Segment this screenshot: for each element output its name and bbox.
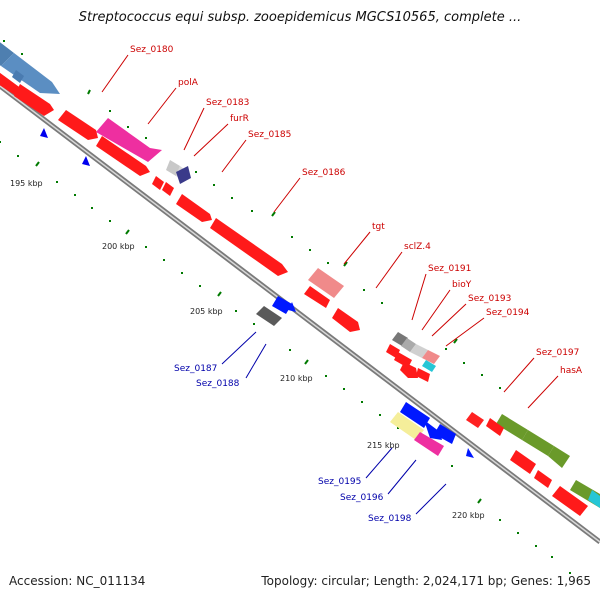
genome-info-text: Topology: circular; Length: 2,024,171 bp… <box>261 574 591 588</box>
scale-label: 215 kbp <box>367 441 400 450</box>
scale-labels: 195 kbp 200 kbp 205 kbp 210 kbp 215 kbp … <box>10 179 485 520</box>
scale-label: 210 kbp <box>280 374 313 383</box>
gene-label: Sez_0196 <box>340 493 384 503</box>
forward-label-lines <box>101 54 559 409</box>
reverse-labels: Sez_0187 Sez_0188 Sez_0195 Sez_0196 Sez_… <box>174 364 412 524</box>
map-title: Streptococcus equi subsp. zooepidemicus … <box>78 10 522 25</box>
gene-label: tgt <box>372 222 385 232</box>
tick-row-outer <box>3 40 501 389</box>
reverse-label-lines <box>221 331 447 515</box>
gene-label: hasA <box>560 366 583 376</box>
gene-label: bioY <box>452 280 472 290</box>
gene-label: Sez_0185 <box>248 130 291 140</box>
gene-label: Sez_0193 <box>468 294 511 304</box>
forward-labels: Sez_0180 polA Sez_0183 furR Sez_0185 Sez… <box>130 45 583 376</box>
scale-label: 205 kbp <box>190 307 223 316</box>
gene-label: Sez_0198 <box>368 514 412 524</box>
gene-label: Sez_0183 <box>206 98 249 108</box>
scale-label: 200 kbp <box>102 242 135 251</box>
tick-row-inner <box>0 141 571 574</box>
gene-label: Sez_0187 <box>174 364 217 374</box>
scale-label: 220 kbp <box>452 511 485 520</box>
gene-label: Sez_0195 <box>318 477 361 487</box>
genome-backbone <box>0 84 600 544</box>
gene-label: Sez_0180 <box>130 45 174 55</box>
gene-label: furR <box>230 114 249 124</box>
accession-text: Accession: NC_011134 <box>9 574 146 588</box>
gene-label: polA <box>178 78 199 88</box>
gene-label: Sez_0186 <box>302 168 346 178</box>
gene-label: sclZ.4 <box>404 242 431 252</box>
reverse-genes <box>40 128 474 458</box>
forward-genes-lower <box>0 72 588 516</box>
gene-label: Sez_0197 <box>536 348 579 358</box>
scale-label: 195 kbp <box>10 179 43 188</box>
gene-label: Sez_0188 <box>196 379 240 389</box>
gene-label: Sez_0194 <box>486 308 530 318</box>
forward-genes <box>0 42 600 508</box>
gene-label: Sez_0191 <box>428 264 471 274</box>
